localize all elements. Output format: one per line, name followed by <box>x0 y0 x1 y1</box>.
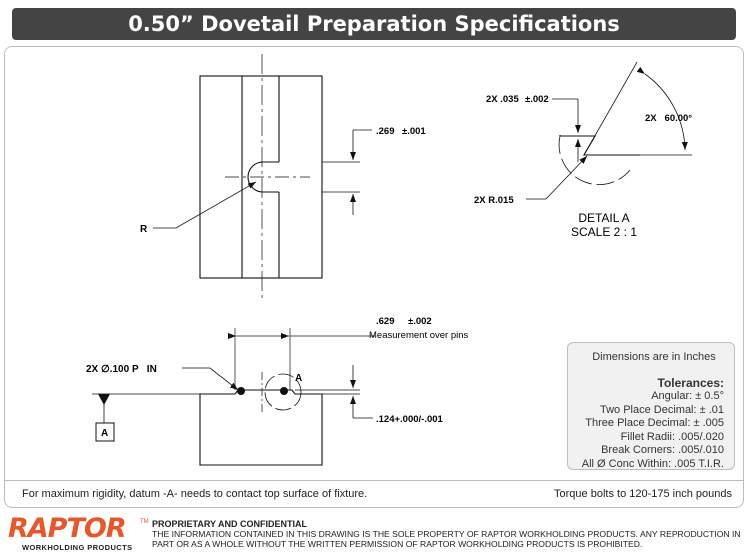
detail-boundary-arc <box>558 135 631 186</box>
proprietary-text: THE INFORMATION CONTAINED IN THIS DRAWIN… <box>152 529 741 549</box>
front-view <box>92 328 375 466</box>
tolerance-line: Angular: ± 0.5° <box>651 390 724 402</box>
trademark-icon: TM <box>140 519 149 525</box>
datum-note: For maximum rigidity, datum -A- needs to… <box>22 488 368 500</box>
datum-letter: A <box>101 428 108 439</box>
logo-subtitle: WORKHOLDING PRODUCTS <box>22 543 133 552</box>
page-title: 0.50” Dovetail Preparation Specification… <box>12 8 736 40</box>
pin-spacing-tolerance: ±.002 <box>408 316 432 327</box>
top-view <box>153 54 372 298</box>
raptor-logo: RAPTOR TM WORKHOLDING PRODUCTS <box>8 513 149 555</box>
tolerances-heading: Tolerances: <box>657 375 724 390</box>
pin-label: 2X ∅.100 P IN <box>86 364 157 375</box>
tolerance-line: Fillet Radii: .005/.020 <box>620 430 724 443</box>
technical-drawing: R .269 ±.001 2X ∅.100 P IN .629 ±.002 Me… <box>86 54 692 466</box>
dovetail-profile <box>560 135 640 156</box>
detail-a <box>526 61 692 200</box>
tolerance-box: Dimensions are in Inches Tolerances: Ang… <box>567 342 735 470</box>
pin-right <box>280 387 288 395</box>
detail-a-marker: A <box>295 373 302 384</box>
measurement-note: Measurement over pins <box>369 330 469 341</box>
units-note: Dimensions are in Inches <box>592 351 716 363</box>
torque-note: Torque bolts to 120-175 inch pounds <box>554 488 732 500</box>
top-view-outline <box>199 75 323 279</box>
depth-dimension: .124+.000/-.001 <box>376 414 444 425</box>
angle-arc <box>636 66 688 151</box>
chamfer-dimension: 2X .035 <box>486 94 519 105</box>
tolerance-line: Two Place Decimal: ± .01 <box>599 403 724 416</box>
logo-wordmark: RAPTOR <box>8 513 127 544</box>
proprietary-title: PROPRIETARY AND CONFIDENTIAL <box>152 519 308 529</box>
detail-a-circle <box>264 373 302 411</box>
datum-box <box>95 422 115 442</box>
angle-dimension: 2X 60.00° <box>645 113 692 124</box>
footer-divider <box>4 480 744 481</box>
slot-profile <box>247 161 279 193</box>
front-view-outline <box>199 389 323 466</box>
proprietary-notice: PROPRIETARY AND CONFIDENTIAL THE INFORMA… <box>152 519 744 549</box>
datum-triangle <box>98 394 110 405</box>
slot-width-dimension: .269 <box>376 126 395 137</box>
tolerance-line: Break Corners: .005/.010 <box>601 444 724 456</box>
tolerance-line: All Ø Conc Within: .005 T.I.R. <box>581 457 724 470</box>
radius-label: R <box>140 224 148 235</box>
detail-scale: SCALE 2 : 1 <box>571 225 637 239</box>
pin-left <box>237 387 245 395</box>
detail-radius-label: 2X R.015 <box>474 195 514 206</box>
detail-caption: DETAIL A <box>578 211 629 225</box>
slot-width-tolerance: ±.001 <box>402 126 426 137</box>
tolerance-line: Three Place Decimal: ± .005 <box>585 417 724 429</box>
drawing-frame <box>4 46 744 508</box>
pin-spacing-dimension: .629 <box>376 316 395 327</box>
chamfer-tolerance: ±.002 <box>525 94 549 105</box>
